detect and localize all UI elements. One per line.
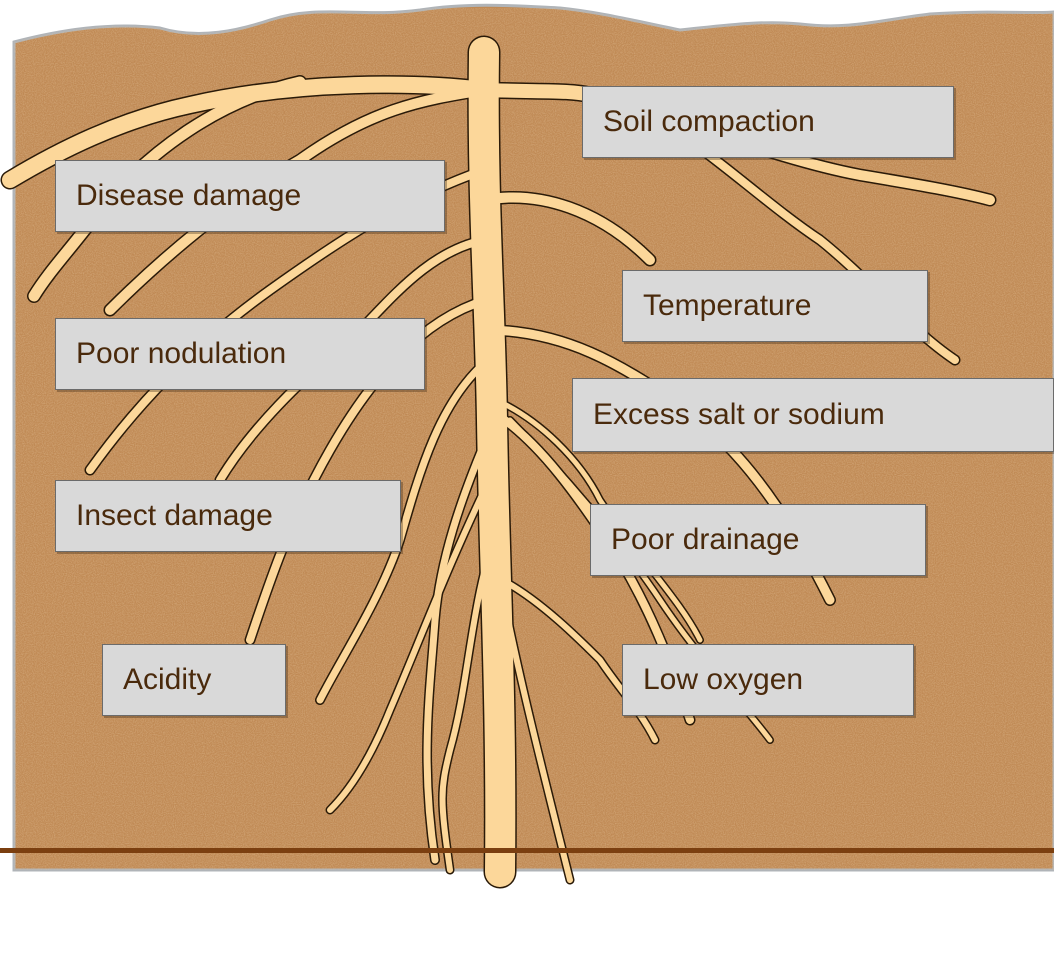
root-branch [484, 90, 590, 95]
label-poor-nodulation: Poor nodulation [55, 318, 425, 390]
label-soil-compaction: Soil compaction [582, 86, 954, 158]
label-poor-drainage: Poor drainage [590, 504, 926, 576]
label-excess-salt: Excess salt or sodium [572, 378, 1054, 452]
label-insect-damage: Insect damage [55, 480, 401, 552]
bottom-rule [0, 848, 1054, 853]
label-disease-damage: Disease damage [55, 160, 445, 232]
label-low-oxygen: Low oxygen [622, 644, 914, 716]
label-temperature: Temperature [622, 270, 928, 342]
label-acidity: Acidity [102, 644, 286, 716]
root-branch [484, 52, 501, 872]
